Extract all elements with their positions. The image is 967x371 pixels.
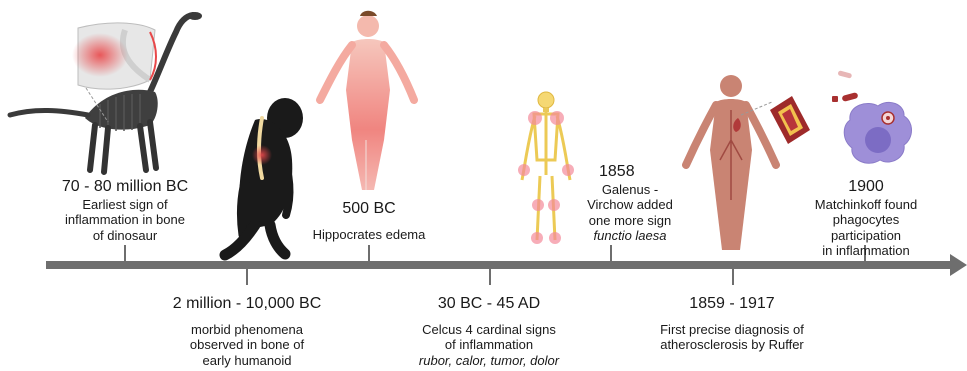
event-date: 500 BC — [298, 200, 440, 219]
event-desc-line: inflammation in bone — [40, 212, 210, 227]
timeline-axis — [46, 261, 954, 269]
event-matchinkoff: 1900 Matchinkoff found phagocytes partic… — [796, 178, 936, 258]
event-date: 1858 — [575, 163, 685, 182]
timeline-arrowhead — [950, 254, 967, 276]
event-desc-line: observed in bone of — [156, 337, 338, 352]
event-desc-line: Matchinkoff found — [796, 197, 936, 212]
human-body-edema-icon — [320, 11, 414, 190]
event-desc-line: in inflammation — [796, 243, 936, 258]
timeline-tick — [124, 245, 126, 261]
bone-closeup-icon — [72, 23, 156, 89]
event-desc-line: of inflammation — [399, 337, 579, 352]
event-desc-line: phagocytes participation — [796, 212, 936, 243]
timeline-tick — [489, 269, 491, 285]
event-ruffer: 1859 - 1917 First precise diagnosis of a… — [641, 295, 823, 353]
event-desc-line: early humanoid — [156, 353, 338, 368]
event-desc-line: Earliest sign of — [40, 197, 210, 212]
macrophage-cell-icon — [832, 70, 912, 163]
timeline-tick — [246, 269, 248, 285]
event-desc-line: one more sign — [575, 213, 685, 228]
timeline-tick — [610, 245, 612, 261]
event-hippocrates: 500 BC Hippocrates edema — [298, 200, 440, 242]
event-early-humanoid: 2 million - 10,000 BC morbid phenomena o… — [156, 295, 338, 368]
event-desc-line: Celcus 4 cardinal signs — [399, 322, 579, 337]
event-desc-line: morbid phenomena — [156, 322, 338, 337]
event-desc-line: of dinosaur — [40, 228, 210, 243]
event-date: 1859 - 1917 — [641, 295, 823, 314]
event-date: 2 million - 10,000 BC — [156, 295, 338, 314]
event-desc-line: Virchow added — [575, 197, 685, 212]
event-desc-line: atherosclerosis by Ruffer — [641, 337, 823, 352]
event-dinosaur: 70 - 80 million BC Earliest sign of infl… — [40, 178, 210, 243]
human-body-vessels-icon — [686, 75, 776, 250]
event-fifth-sign: functio laesa — [575, 228, 685, 243]
event-date: 1900 — [796, 178, 936, 197]
event-desc-line: Hippocrates edema — [298, 227, 440, 242]
event-cardinal-signs: rubor, calor, tumor, dolor — [399, 353, 579, 368]
event-desc-line: First precise diagnosis of — [641, 322, 823, 337]
timeline-tick — [368, 245, 370, 261]
event-desc-line: Galenus - — [575, 182, 685, 197]
event-date: 70 - 80 million BC — [40, 178, 210, 197]
timeline-tick — [732, 269, 734, 285]
event-date: 30 BC - 45 AD — [399, 295, 579, 314]
event-celcus: 30 BC - 45 AD Celcus 4 cardinal signs of… — [399, 295, 579, 368]
event-virchow: 1858 Galenus - Virchow added one more si… — [575, 163, 685, 243]
artery-plaque-icon — [770, 96, 810, 144]
human-skeleton-icon — [518, 92, 574, 244]
early-humanoid-icon — [225, 98, 303, 255]
